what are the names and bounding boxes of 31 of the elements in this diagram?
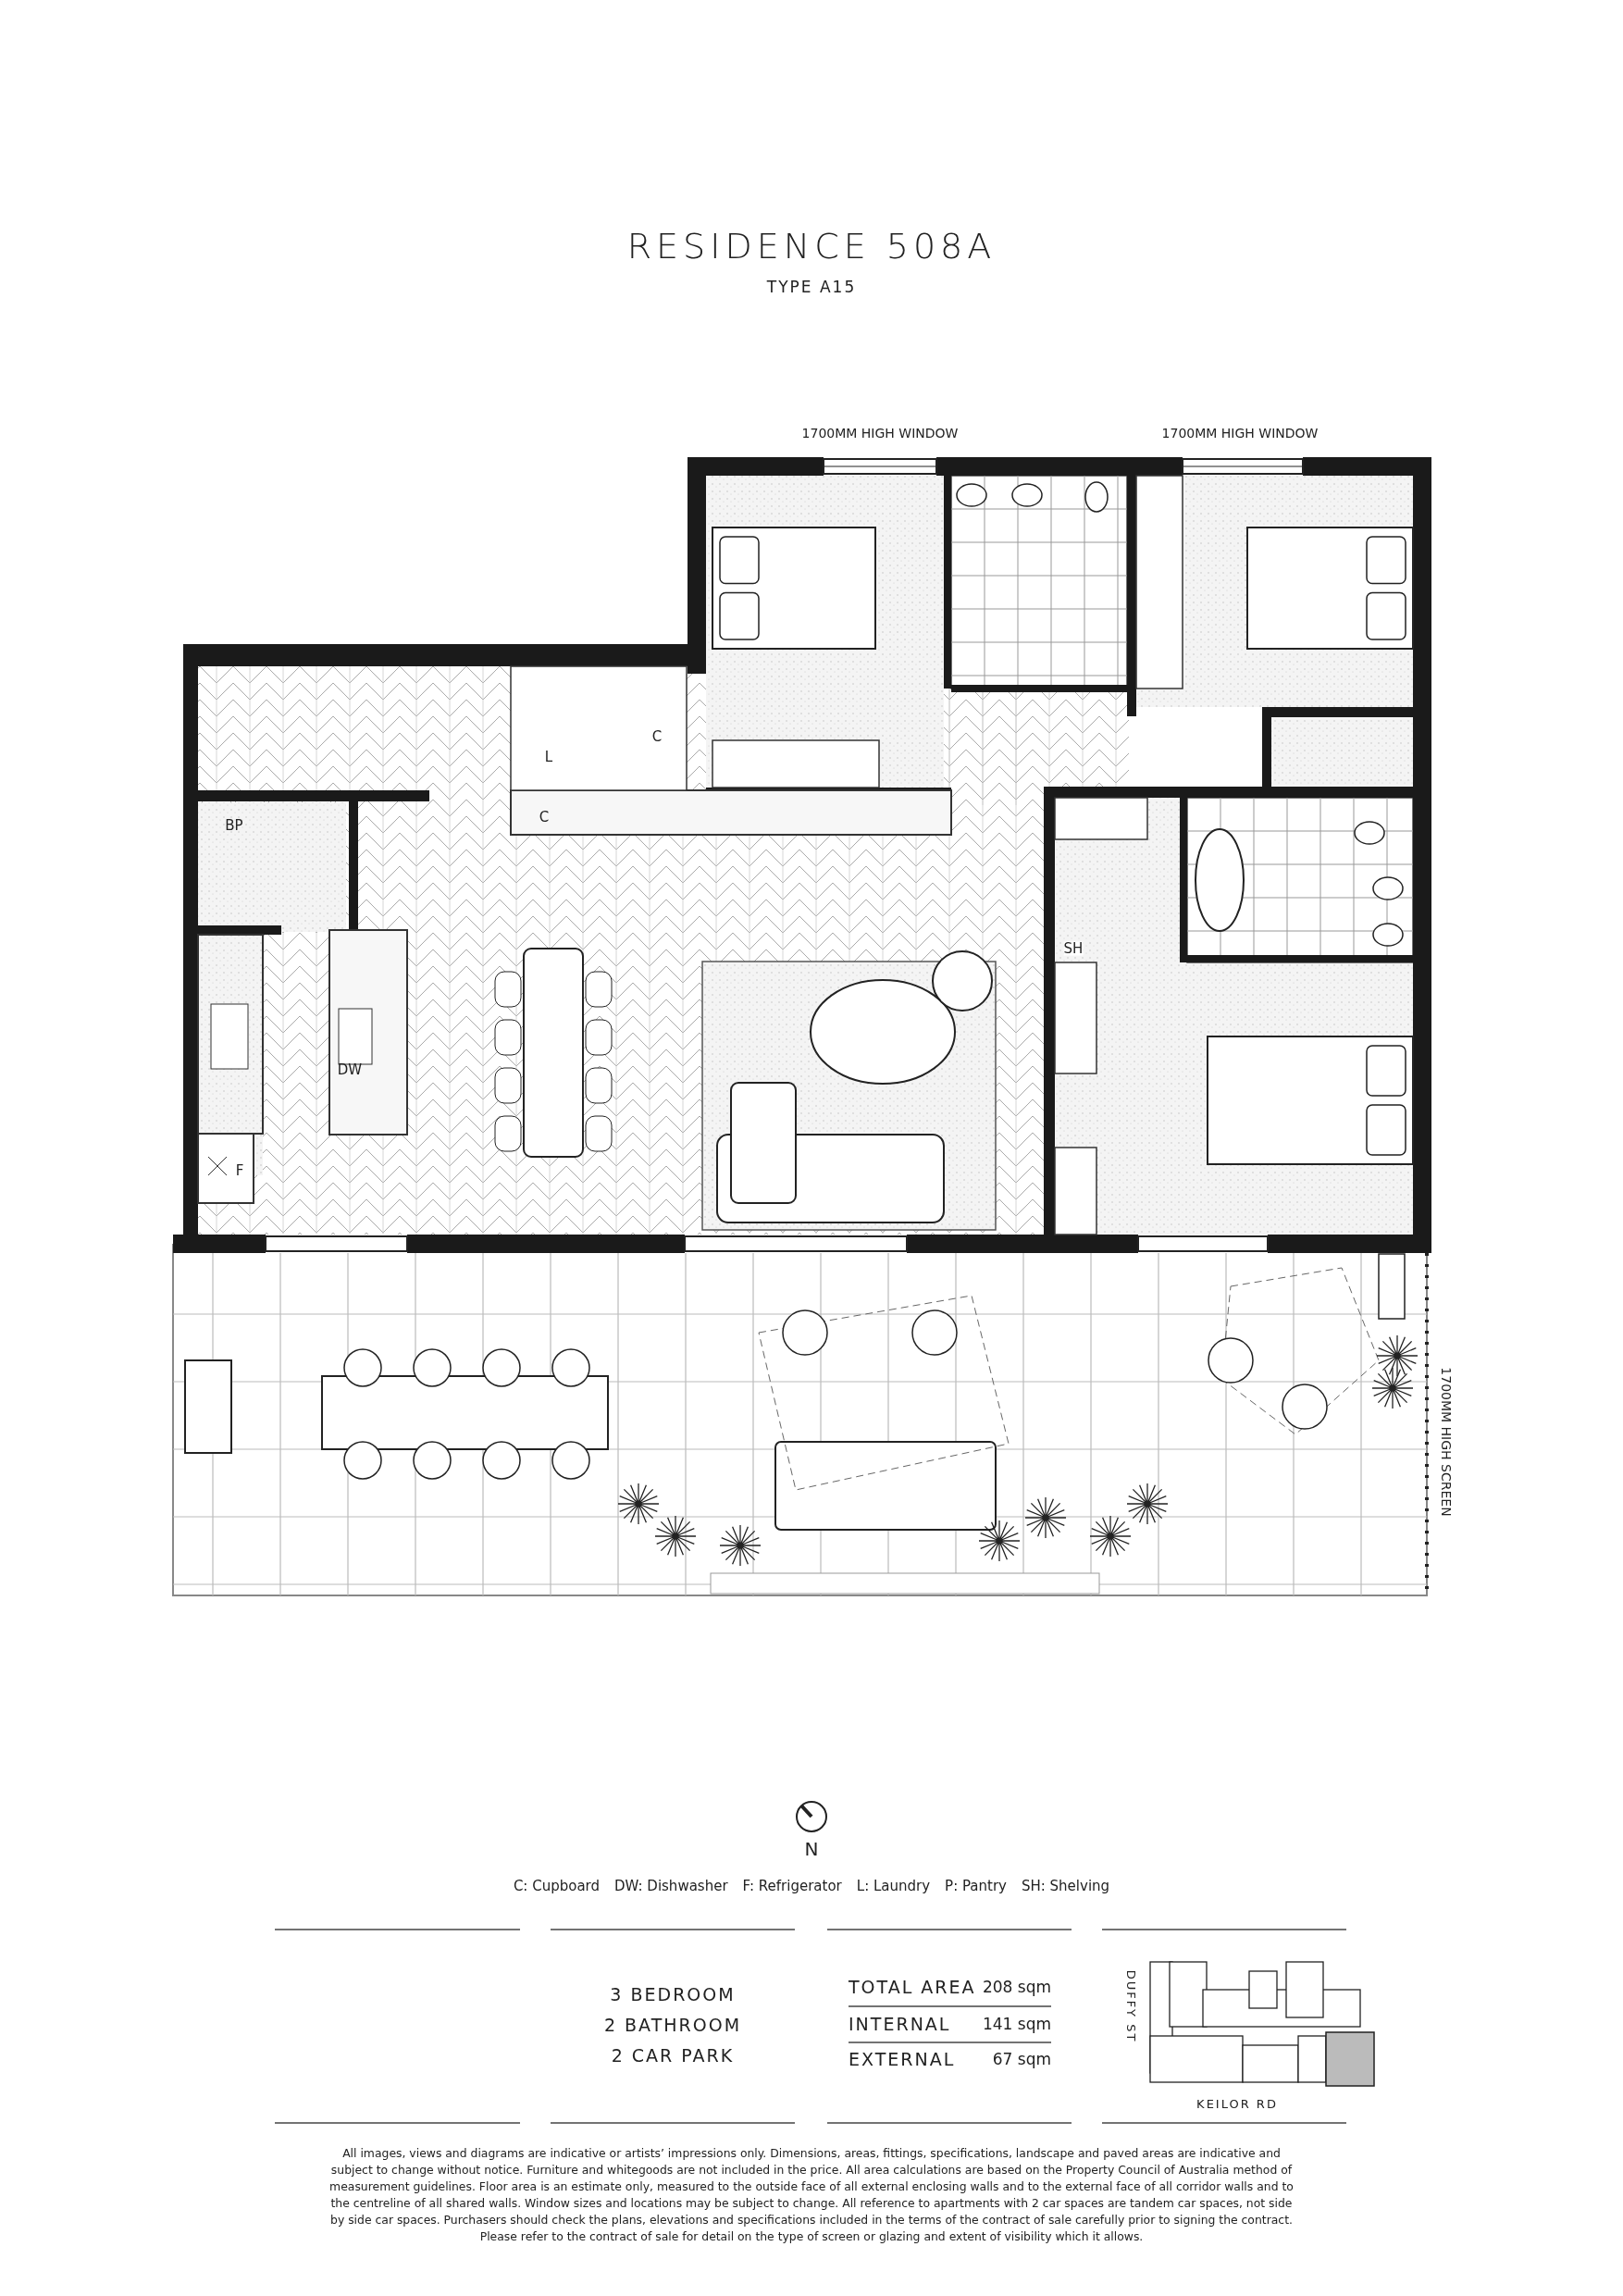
room-count: 2 BATHROOM xyxy=(603,2016,742,2034)
area-value: 67 sqm xyxy=(992,2052,1051,2067)
street-label: KEILOR RD xyxy=(1196,2097,1278,2110)
room-code-label: F xyxy=(235,1163,244,1178)
area-label: TOTAL AREA xyxy=(849,1979,976,1996)
room-code-label: C xyxy=(539,810,550,825)
residence-title: RESIDENCE 508A xyxy=(626,229,997,264)
window-note: 1700MM HIGH WINDOW xyxy=(801,427,959,440)
area-label: INTERNAL xyxy=(849,2016,951,2033)
area-value: 208 sqm xyxy=(982,1980,1051,1995)
room-code-label: L xyxy=(544,750,553,764)
room-code-label: BP xyxy=(225,818,243,833)
abbreviation-key: SH: Shelving xyxy=(1021,1880,1110,1893)
abbreviation-key: DW: Dishwasher xyxy=(614,1880,728,1893)
room-code-label: DW xyxy=(337,1062,363,1077)
room-count: 3 BEDROOM xyxy=(610,1985,736,2004)
abbreviation-key: F: Refrigerator xyxy=(742,1880,842,1893)
room-code-label: SH xyxy=(1063,941,1084,956)
abbreviation-key: P: Pantry xyxy=(945,1880,1007,1893)
disclaimer-text: All images, views and diagrams are indicative or artists’ impressions only. Dimensions, areas, fittings, specifications, landscape and paved areas are indicative and subject to change without notice. Furniture and whitegoods are not included in the price. All area calculations are based on the Property Council of Australia method of measurement guidelines. Floor area is an estimate only, measured to the outside face of all external enclosing walls and to the external face of all corridor walls and to the centreline of all shared walls. Window sizes and locations may be subject to change. All reference to apartments with 2 car spaces are tandem car spaces, not side by side car spaces. Purchasers should check the plans, elevations and specifications included in the terms of the contract of sale carefully prior to signing the contract. Please refer to the contract of sale for detail on the type of screen or glazing and extent of visibility which it allows. xyxy=(328,2145,1295,2245)
type-subtitle: TYPE A15 xyxy=(766,279,857,295)
screen-note: 1700MM HIGH SCREEN xyxy=(1440,1367,1453,1517)
abbreviation-key: L: Laundry xyxy=(856,1880,931,1893)
window-note: 1700MM HIGH WINDOW xyxy=(1161,427,1319,440)
north-label: N xyxy=(804,1840,819,1858)
abbreviation-key: C: Cupboard xyxy=(513,1880,600,1893)
area-label: EXTERNAL xyxy=(849,2051,956,2068)
area-value: 141 sqm xyxy=(982,2017,1051,2032)
street-label: DUFFY ST xyxy=(1124,1969,1137,2043)
room-count: 2 CAR PARK xyxy=(611,2046,735,2065)
room-code-label: C xyxy=(651,729,663,744)
